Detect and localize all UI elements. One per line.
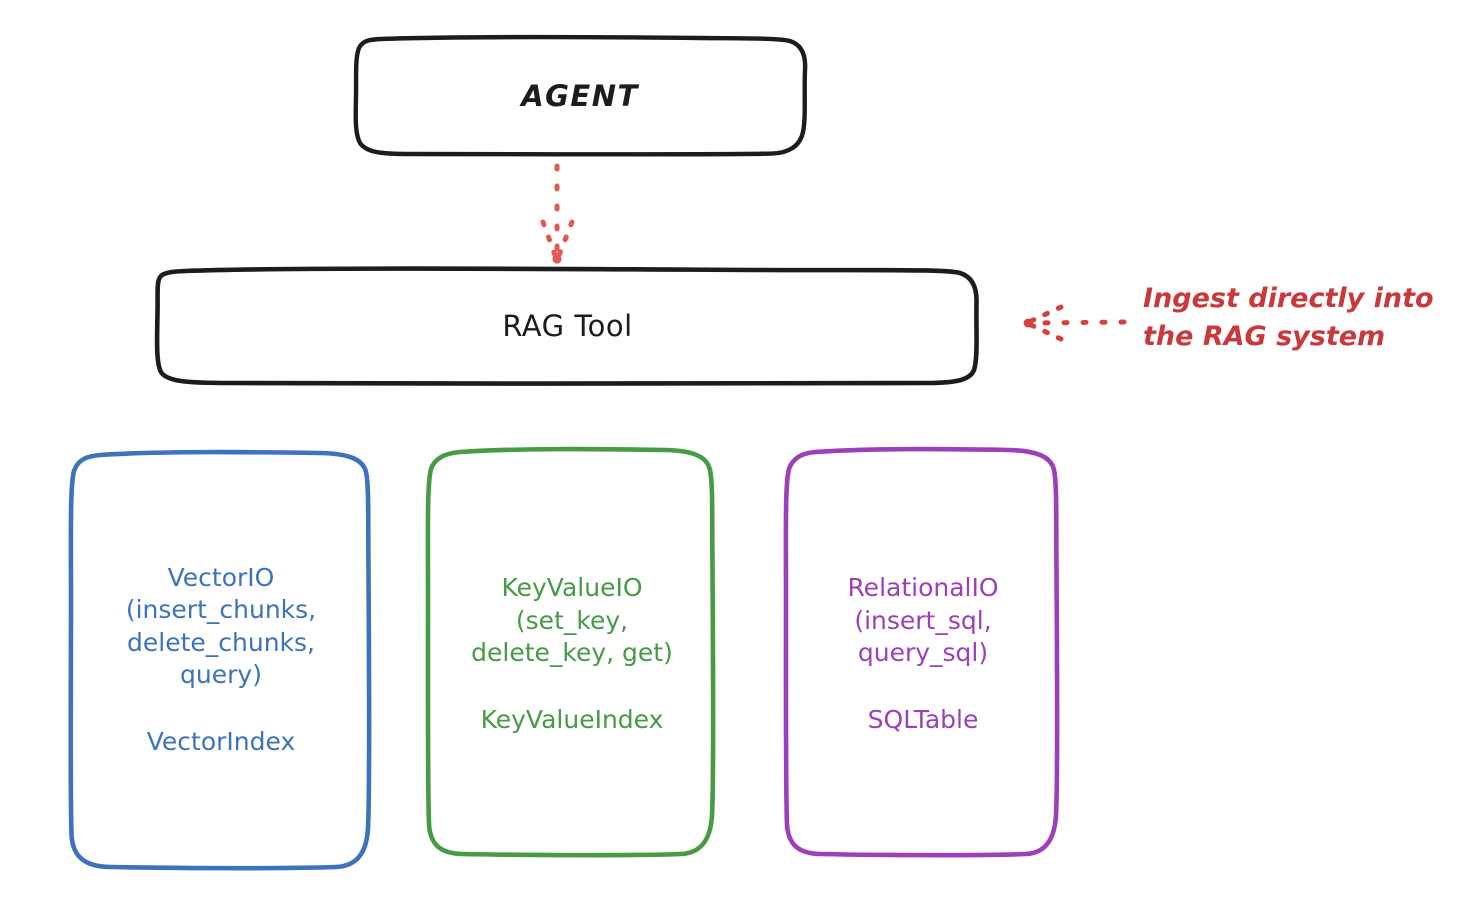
agent-to-rag-arrowhead-left: [540, 219, 559, 261]
vector-io-node[interactable]: [68, 449, 372, 871]
relational-io-box-outline: [783, 446, 1060, 858]
vector-io-box-outline: [68, 449, 372, 871]
key-value-io-node[interactable]: [425, 446, 716, 858]
agent-to-rag-connector: [540, 163, 575, 264]
key-value-io-box-outline: [425, 446, 716, 858]
rag-tool-node[interactable]: [154, 266, 979, 387]
ingest-arrowhead-bottom: [1026, 321, 1064, 342]
relational-io-node[interactable]: [783, 446, 1060, 858]
ingest-dotted-line: [1034, 319, 1127, 326]
ingest-arrow-tip: [1023, 318, 1033, 328]
ingest-arrowhead-top: [1026, 304, 1064, 325]
agent-to-rag-arrow-tip: [552, 254, 562, 264]
ingest-connector: [1023, 304, 1127, 342]
agent-node[interactable]: [353, 34, 808, 157]
rag-tool-box-outline: [154, 266, 979, 387]
agent-box-outline: [353, 34, 808, 157]
agent-to-rag-arrowhead-right: [555, 219, 575, 261]
